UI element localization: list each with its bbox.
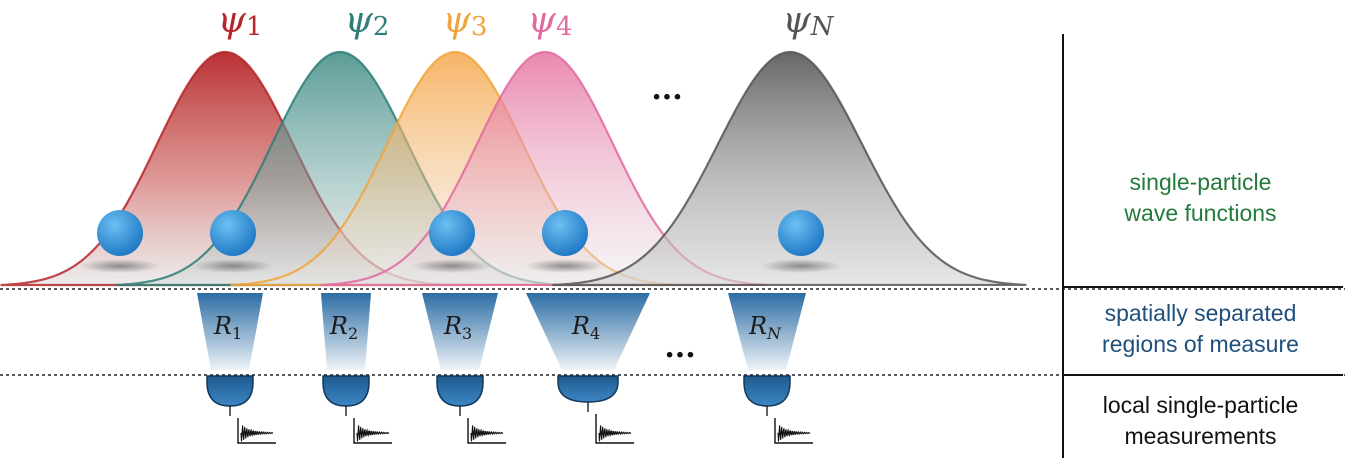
label-measurements-line2: measurements: [1124, 423, 1277, 449]
particle: [542, 210, 588, 256]
region-index: 4: [590, 324, 600, 343]
region-symbol: R: [571, 312, 590, 340]
psi-label-4: ψ4: [528, 0, 573, 42]
label-regions-line2: regions of measure: [1102, 331, 1299, 357]
region-3: [422, 293, 498, 370]
region-index: 1: [232, 324, 242, 343]
label-regions: spatially separated regions of measure: [1063, 298, 1338, 360]
psi-symbol: ψ: [783, 0, 812, 41]
psi-index: N: [810, 12, 835, 42]
region-symbol: R: [443, 312, 462, 340]
signal-axes: [353, 418, 392, 444]
particle-shadow: [412, 259, 492, 273]
label-measurements: local single-particle measurements: [1063, 390, 1338, 452]
psi-index: 2: [373, 12, 390, 42]
region-label-1: R1: [213, 312, 242, 343]
signal-axes: [467, 418, 506, 444]
label-measurements-line1: local single-particle: [1102, 392, 1299, 418]
label-wave-functions-line2: wave functions: [1124, 200, 1277, 226]
wavefunction-ellipsis: ...: [651, 72, 682, 107]
region-symbol: R: [329, 312, 348, 340]
psi-symbol: ψ: [528, 0, 557, 41]
psi-label-2: ψ2: [345, 0, 390, 42]
particle-shadow: [80, 259, 160, 273]
wavefunction-curve-N: [552, 50, 1027, 287]
region-label-N: RN: [748, 312, 782, 343]
psi-symbol: ψ: [443, 0, 472, 41]
region-ellipsis: ...: [664, 330, 695, 365]
particle-shadows: [80, 259, 841, 273]
label-wave-functions: single-particle wave functions: [1063, 167, 1338, 229]
label-regions-line1: spatially separated: [1104, 300, 1297, 326]
detector: [322, 375, 370, 407]
particle: [97, 210, 143, 256]
particle-shadow: [761, 259, 841, 273]
signal-trace: [356, 425, 390, 442]
detector: [557, 375, 619, 403]
psi-symbol: ψ: [218, 0, 247, 41]
region-N: [728, 293, 806, 370]
psi-index: 4: [556, 12, 573, 42]
region-1: [197, 293, 263, 370]
region-symbol: R: [213, 312, 232, 340]
particle: [429, 210, 475, 256]
region-index: 2: [348, 324, 358, 343]
signal-trace: [470, 425, 504, 442]
region-label-2: R2: [329, 312, 358, 343]
particle: [778, 210, 824, 256]
region-4: [526, 293, 650, 370]
region-label-3: R3: [443, 312, 472, 343]
signal-axes: [237, 418, 276, 444]
detector: [743, 375, 791, 407]
psi-symbol: ψ: [345, 0, 374, 41]
region-index: N: [766, 324, 782, 343]
psi-index: 3: [471, 12, 488, 42]
psi-index: 1: [246, 12, 263, 42]
particle-shadow: [525, 259, 605, 273]
psi-label-N: ψN: [783, 0, 835, 42]
psi-label-1: ψ1: [218, 0, 263, 42]
detector: [206, 375, 254, 407]
detector: [436, 375, 484, 407]
particle: [210, 210, 256, 256]
particles: [97, 210, 824, 256]
label-wave-functions-line1: single-particle: [1129, 169, 1272, 195]
region-index: 3: [462, 324, 472, 343]
particle-shadow: [193, 259, 273, 273]
psi-label-3: ψ3: [443, 0, 488, 42]
region-symbol: R: [748, 312, 767, 340]
detectors: [206, 375, 813, 444]
region-label-4: R4: [571, 312, 600, 343]
wavefunction-curves: [0, 50, 1027, 287]
signal-axes: [774, 418, 813, 444]
signal-axes: [595, 414, 634, 444]
signal-trace: [598, 425, 632, 442]
signal-trace: [240, 425, 274, 442]
region-2: [321, 293, 371, 370]
signal-trace: [777, 425, 811, 442]
